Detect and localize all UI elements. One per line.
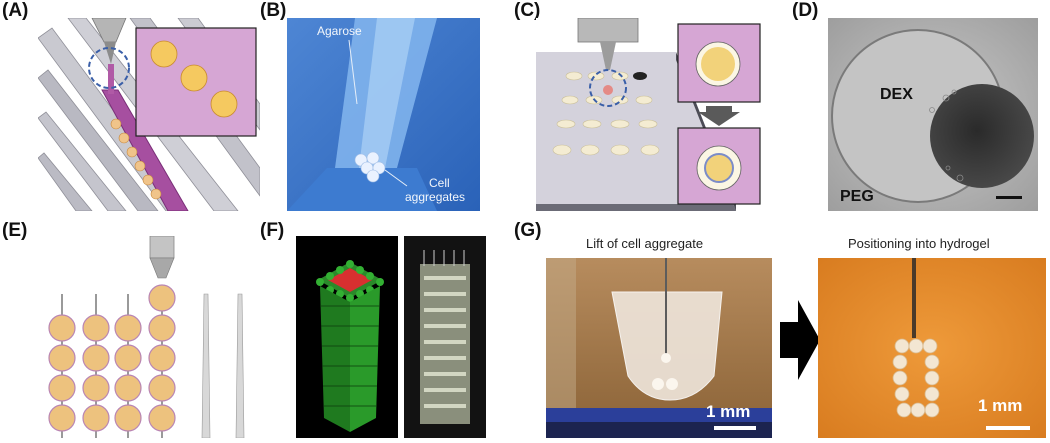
peg-label: PEG bbox=[840, 188, 874, 205]
panel-b-photo: Agarose Cell aggregates bbox=[287, 18, 480, 211]
g-right-title: Positioning into hydrogel bbox=[848, 236, 990, 251]
panel-g-left-photo: 1 mm bbox=[546, 258, 772, 438]
panel-d-micrograph: DEX PEG bbox=[828, 18, 1038, 211]
panel-label-b: (B) bbox=[260, 0, 287, 21]
cell-label-line2: aggregates bbox=[405, 190, 466, 204]
panel-a-illustration bbox=[38, 18, 260, 211]
panel-g-right-photo: 1 mm bbox=[818, 258, 1046, 438]
panel-f-fluorescence bbox=[296, 236, 398, 438]
panel-label-a: (A) bbox=[2, 0, 29, 21]
g-left-title: Lift of cell aggregate bbox=[586, 236, 704, 251]
agarose-label: Agarose bbox=[317, 24, 362, 38]
g-arrow bbox=[780, 300, 820, 380]
panel-e-illustration bbox=[38, 236, 260, 438]
panel-label-e: (E) bbox=[2, 220, 28, 241]
panel-label-d: (D) bbox=[792, 0, 819, 21]
dex-label: DEX bbox=[880, 86, 913, 103]
panel-label-c: (C) bbox=[514, 0, 541, 21]
panel-c-illustration bbox=[536, 18, 776, 211]
panel-label-g: (G) bbox=[514, 220, 542, 241]
cell-label-line1: Cell bbox=[429, 176, 450, 190]
g-left-scale: 1 mm bbox=[706, 402, 751, 421]
panel-f-photo bbox=[404, 236, 486, 438]
g-right-scale: 1 mm bbox=[978, 396, 1023, 415]
panel-label-f: (F) bbox=[260, 220, 285, 241]
